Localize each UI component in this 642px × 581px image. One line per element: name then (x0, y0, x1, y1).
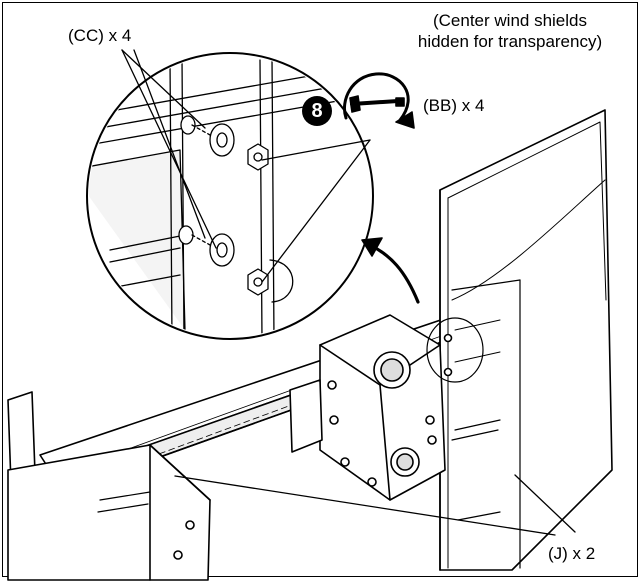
wrench-icon (349, 95, 405, 113)
rear-wind-shield (439, 109, 613, 571)
magnified-detail (86, 52, 374, 340)
leader-lines (121, 49, 576, 536)
transparency-note-line-1: (Center wind shields (432, 11, 587, 30)
label-cc-hardware: (CC) x 4 (68, 26, 132, 45)
detail-target-circle (426, 317, 484, 383)
magnify-arrow (361, 237, 420, 304)
clockwise-arrow-icon (343, 72, 415, 129)
transparency-note: (Center wind shields hidden for transpar… (388, 10, 632, 52)
label-bb-bolts: (BB) x 4 (423, 96, 485, 115)
front-wind-shield (7, 444, 211, 581)
label-j-wind-shields: (J) x 2 (548, 544, 596, 563)
transparency-note-line-2: hidden for transparency) (417, 32, 603, 51)
center-bracket (289, 314, 446, 501)
detail-target-bolts (443, 319, 501, 377)
step-number-badge: 8 (302, 96, 332, 126)
